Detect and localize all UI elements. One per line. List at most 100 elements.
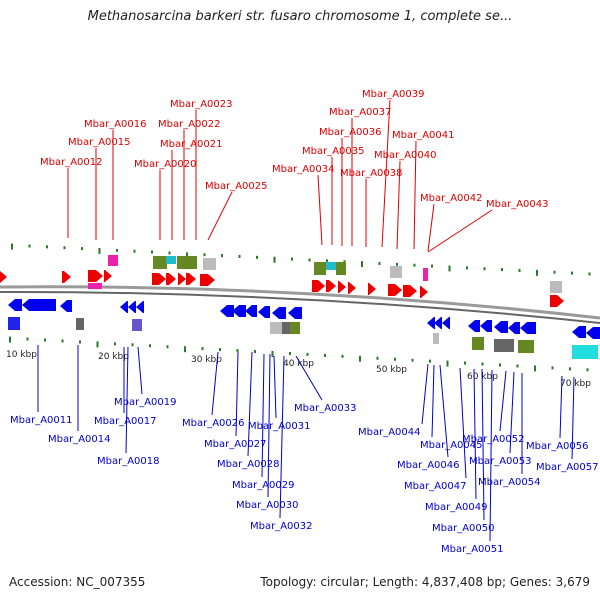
forward-gene-arrow — [388, 284, 402, 296]
feature-box — [153, 256, 167, 269]
reverse-gene-arrow — [232, 305, 246, 317]
forward-gene-arrow — [368, 283, 376, 295]
reverse-gene-arrow — [120, 301, 128, 313]
reverse-gene-arrow — [220, 305, 234, 317]
callout-line — [247, 351, 253, 457]
gene-label-top: Mbar_A0022 — [158, 119, 221, 130]
gene-label-top: Mbar_A0037 — [329, 107, 392, 118]
gene-label-top: Mbar_A0043 — [486, 199, 549, 210]
forward-gene-arrow — [403, 285, 417, 297]
callout-line — [571, 376, 575, 460]
feature-box — [336, 262, 346, 275]
gene-label-top: Mbar_A0020 — [134, 159, 197, 170]
reverse-gene-arrow — [427, 317, 435, 329]
reverse-gene-arrow — [258, 306, 270, 318]
reverse-gene-arrow — [520, 322, 536, 334]
gene-label-top: Mbar_A0012 — [40, 157, 103, 168]
forward-gene-arrow — [186, 273, 196, 285]
gene-label-bottom: Mbar_A0030 — [236, 500, 299, 511]
callout-line — [267, 353, 271, 498]
feature-box — [572, 345, 598, 359]
gene-label-bottom: Mbar_A0046 — [397, 460, 460, 471]
gene-label-bottom: Mbar_A0045 — [420, 440, 483, 451]
reverse-gene-arrow — [480, 320, 492, 332]
scale-tick-label: 40 kbp — [283, 359, 314, 369]
reverse-gene-arrow — [128, 301, 136, 313]
reverse-gene-arrow — [136, 301, 144, 313]
callout-line — [381, 99, 391, 248]
backbone-upper — [0, 285, 600, 320]
reverse-gene-arrow — [494, 321, 508, 333]
callout-line — [499, 370, 507, 432]
backbone-lower — [0, 290, 600, 324]
feature-box — [166, 256, 176, 264]
forward-gene-arrow — [200, 274, 215, 286]
callout-line — [413, 140, 417, 250]
feature-box — [326, 262, 336, 270]
gene-label-top: Mbar_A0034 — [272, 164, 335, 175]
scale-tick-label: 10 kbp — [6, 350, 37, 360]
callout-line — [421, 363, 429, 425]
feature-box — [290, 322, 300, 334]
reverse-gene-arrow — [8, 299, 22, 311]
gene-label-bottom: Mbar_A0026 — [182, 418, 245, 429]
reverse-gene-arrow — [572, 326, 586, 338]
gene-label-bottom: Mbar_A0029 — [232, 480, 295, 491]
callout-line — [473, 368, 477, 500]
gene-callouts: Mbar_A0012 Mbar_A0015 Mbar_A0016Mbar_A0020… — [10, 89, 599, 555]
tick-marks-bottom — [9, 336, 589, 372]
forward-gene-arrow — [326, 280, 336, 292]
callout-line — [317, 174, 323, 246]
gene-label-bottom: Mbar_A0047 — [404, 481, 467, 492]
forward-gene-arrow — [62, 271, 71, 283]
callout-line — [137, 346, 143, 395]
callout-line — [481, 368, 485, 521]
gene-label-bottom: Mbar_A0053 — [469, 456, 532, 467]
feature-box — [518, 340, 534, 353]
gene-label-top: Mbar_A0015 — [68, 137, 131, 148]
gene-label-top: Mbar_A0016 — [84, 119, 147, 130]
gene-label-top: Mbar_A0038 — [340, 168, 403, 179]
reverse-gene-arrow — [272, 307, 286, 319]
scale-tick-label: 60 kbp — [467, 372, 498, 382]
forward-gene-arrow — [348, 282, 356, 294]
gene-label-bottom: Mbar_A0056 — [526, 441, 589, 452]
gene-label-bottom: Mbar_A0050 — [432, 523, 495, 534]
callout-line — [279, 355, 285, 519]
feature-box — [390, 266, 402, 278]
accession-label: Accession: NC_007355 — [9, 575, 146, 589]
feature-box — [423, 268, 428, 281]
reverse-gene-arrow — [508, 322, 520, 334]
forward-gene-arrow — [166, 273, 176, 285]
forward-gene-arrow — [88, 270, 103, 282]
gene-label-bottom: Mbar_A0033 — [294, 403, 357, 414]
gene-label-top: Mbar_A0021 — [160, 139, 223, 150]
gene-label-bottom: Mbar_A0044 — [358, 427, 421, 438]
callout-line — [125, 346, 129, 454]
callout-line — [396, 160, 401, 250]
gene-label-bottom: Mbar_A0027 — [204, 439, 267, 450]
scale-tick-label: 70 kbp — [560, 379, 591, 389]
callout-line — [559, 375, 563, 439]
gene-label-bottom: Mbar_A0057 — [536, 462, 599, 473]
gene-label-bottom: Mbar_A0049 — [425, 502, 488, 513]
forward-gene-arrow — [178, 273, 186, 285]
feature-box — [8, 317, 20, 330]
gene-label-top: Mbar_A0025 — [205, 181, 268, 192]
callout-line — [489, 369, 493, 542]
gene-label-bottom: Mbar_A0011 — [10, 415, 73, 426]
reverse-gene-arrow — [245, 305, 257, 317]
gene-label-top: Mbar_A0039 — [362, 89, 425, 100]
gene-label-bottom: Mbar_A0017 — [94, 416, 157, 427]
callout-line — [273, 355, 277, 419]
feature-box — [177, 256, 197, 269]
gene-label-top: Mbar_A0023 — [170, 99, 233, 110]
gene-features — [0, 255, 600, 359]
reverse-gene-arrow — [442, 317, 450, 329]
feature-box — [314, 262, 326, 275]
feature-box — [494, 339, 514, 352]
callout-line — [439, 364, 449, 458]
feature-box — [472, 337, 484, 350]
